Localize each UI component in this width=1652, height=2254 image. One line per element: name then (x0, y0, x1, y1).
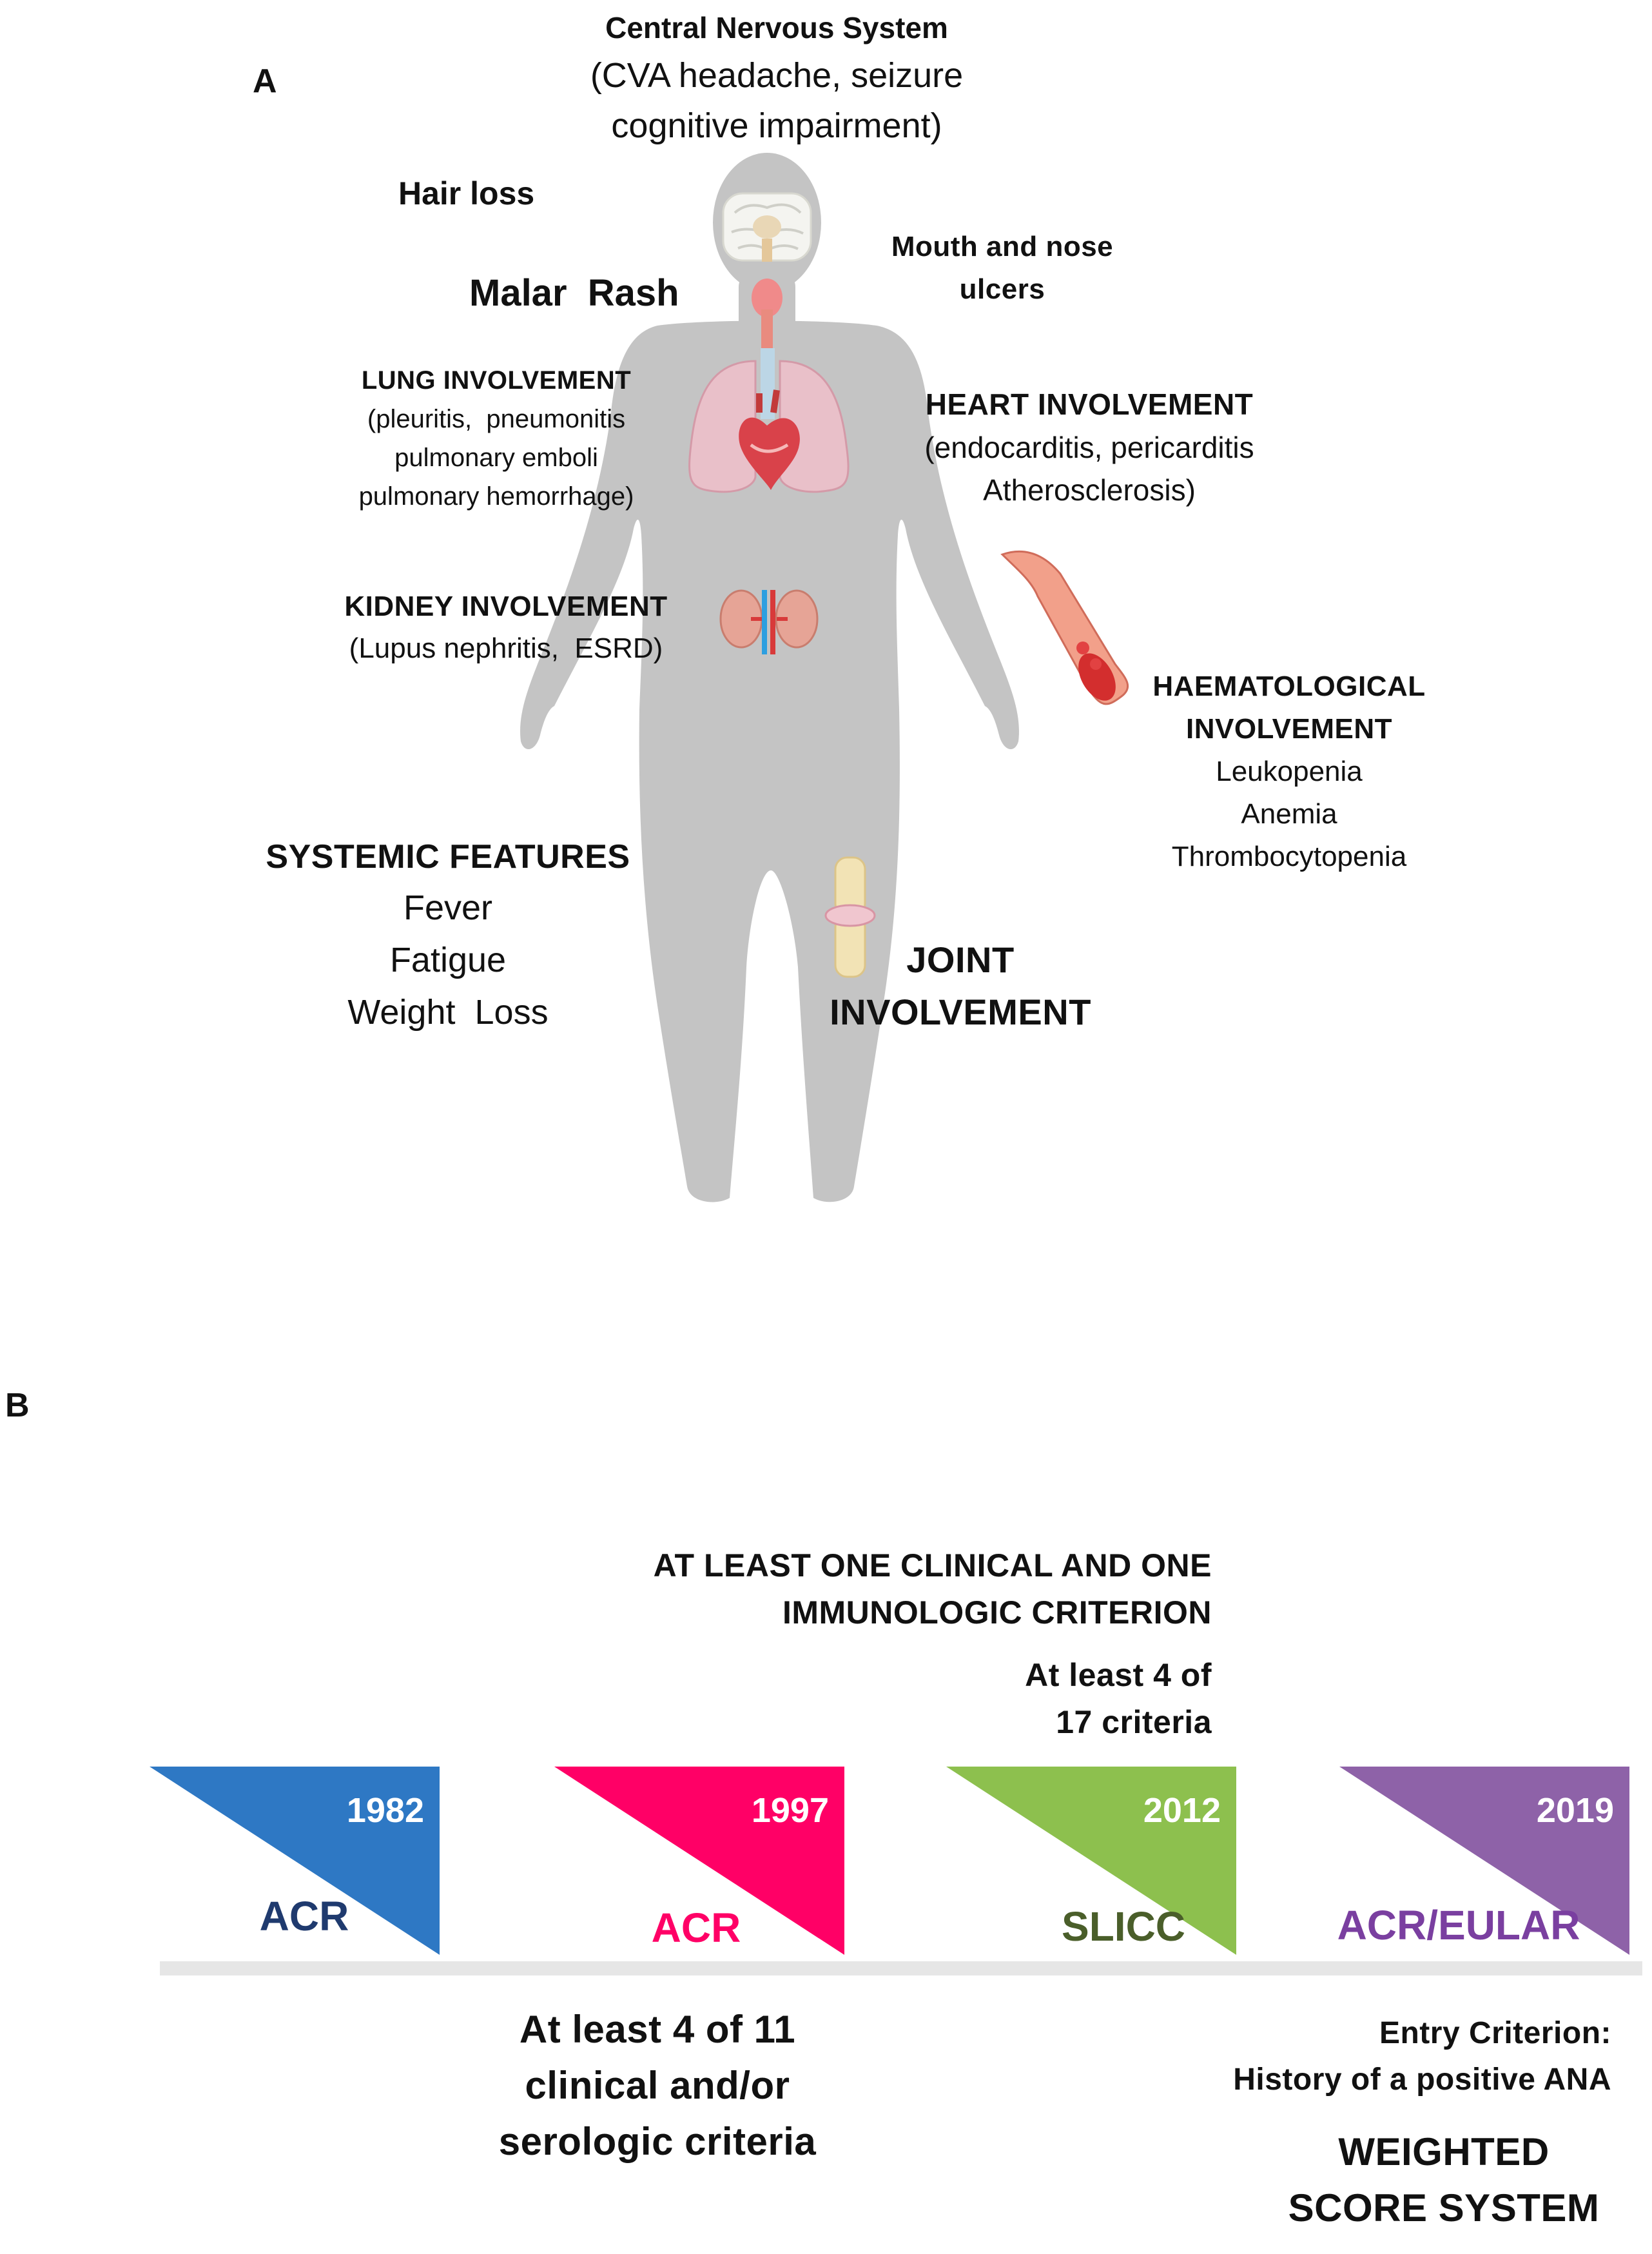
eular-note: Entry Criterion: History of a positive A… (1160, 2010, 1611, 2103)
lung-line-1: (pleuritis, pneumonitis (367, 405, 626, 433)
lung-title: LUNG INVOLVEMENT (361, 366, 632, 395)
haem-line-1: Leukopenia (1216, 756, 1363, 787)
joint-line-2: INVOLVEMENT (830, 992, 1091, 1033)
acr1997-note-line-2: clinical and/or (525, 2064, 790, 2107)
milestone-year: 2012 (1143, 1791, 1221, 1830)
haem-line-3: Thrombocytopenia (1171, 841, 1407, 872)
heart-line-2: Atherosclerosis) (983, 473, 1196, 507)
blood-vessel-icon (1000, 550, 1129, 705)
lung-line-2: pulmonary emboli (394, 444, 598, 472)
milestone-triangle (946, 1767, 1236, 1955)
lungs-icon (688, 348, 850, 493)
weighted-line-1: WEIGHTED (1338, 2130, 1550, 2173)
milestone-year: 2019 (1537, 1791, 1614, 1830)
cns-line-1: (CVA headache, seizure (590, 56, 964, 95)
milestone-name: ACR/EULAR (1337, 1902, 1580, 1948)
acr1997-note: At least 4 of 11 clinical and/or serolog… (477, 2001, 838, 2170)
eular-note-line-2: History of a positive ANA (1233, 2063, 1611, 2097)
joint-icon (824, 856, 876, 978)
heart-title: HEART INVOLVEMENT (925, 387, 1254, 421)
haem-label: HAEMATOLOGICAL INVOLVEMENT Leukopenia An… (1122, 665, 1457, 878)
milestone-triangle (150, 1767, 440, 1955)
heart-label: HEART INVOLVEMENT (endocarditis, pericar… (889, 383, 1289, 512)
kidneys-icon (719, 589, 819, 654)
systemic-line-3: Weight Loss (347, 993, 549, 1032)
milestone-year: 1982 (347, 1791, 424, 1830)
panel-a-letter: A (253, 63, 277, 100)
haem-title-2: INVOLVEMENT (1185, 713, 1393, 745)
kidney-line-1: (Lupus nephritis, ESRD) (349, 632, 663, 664)
mouth-icon (752, 279, 782, 348)
slicc-note-line-2: 17 criteria (1056, 1703, 1212, 1740)
acr1997-note-line-3: serologic criteria (498, 2120, 817, 2163)
top-note-line-2: IMMUNOLOGIC CRITERION (782, 1594, 1212, 1631)
joint-line-1: JOINT (906, 939, 1015, 980)
panel-b-letter: B (5, 1387, 30, 1424)
cns-line-2: cognitive impairment) (611, 106, 942, 145)
milestone-triangle (1339, 1767, 1629, 1955)
cns-title: Central Nervous System (605, 11, 948, 44)
systemic-label: SYSTEMIC FEATURES Fever Fatigue Weight L… (245, 832, 651, 1039)
milestone-year: 1997 (752, 1791, 829, 1830)
systemic-line-2: Fatigue (389, 941, 507, 979)
joint-label: JOINT INVOLVEMENT (806, 934, 1115, 1038)
lung-line-3: pulmonary hemorrhage) (358, 482, 634, 511)
mouth-nose-label: Mouth and nose ulcers (857, 226, 1147, 311)
haem-line-2: Anemia (1241, 798, 1337, 830)
top-note: AT LEAST ONE CLINICAL AND ONE IMMUNOLOGI… (580, 1542, 1212, 1636)
systemic-line-1: Fever (403, 888, 493, 927)
milestone-name: ACR (260, 1893, 349, 1939)
kidney-label: KIDNEY INVOLVEMENT (Lupus nephritis, ESR… (322, 585, 690, 669)
slicc-note: At least 4 of 17 criteria (902, 1652, 1212, 1745)
milestone-triangle (554, 1767, 844, 1955)
weighted-line-2: SCORE SYSTEM (1288, 2186, 1600, 2230)
milestone-name: ACR (652, 1905, 741, 1951)
systemic-title: SYSTEMIC FEATURES (266, 838, 630, 876)
malar-rash-label: Malar Rash (469, 272, 679, 314)
weighted-note: WEIGHTED SCORE SYSTEM (1263, 2124, 1624, 2236)
brain-icon (722, 192, 812, 262)
kidney-title: KIDNEY INVOLVEMENT (344, 591, 668, 622)
timeline-bar (160, 1961, 1642, 1975)
slicc-note-line-1: At least 4 of (1025, 1657, 1212, 1693)
lung-label: LUNG INVOLVEMENT (pleuritis, pneumonitis… (322, 361, 670, 516)
mouth-nose-line-2: ulcers (959, 273, 1045, 305)
cns-label: Central Nervous System (CVA headache, se… (503, 5, 1051, 151)
heart-line-1: (endocarditis, pericarditis (924, 430, 1254, 464)
heart-icon (739, 389, 800, 490)
haem-title-1: HAEMATOLOGICAL (1152, 671, 1426, 702)
hair-loss-label: Hair loss (398, 175, 535, 211)
acr1997-note-line-1: At least 4 of 11 (519, 2008, 796, 2051)
milestone-name: SLICC (1062, 1903, 1185, 1950)
top-note-line-1: AT LEAST ONE CLINICAL AND ONE (653, 1547, 1212, 1583)
mouth-nose-line-1: Mouth and nose (891, 231, 1114, 262)
eular-note-line-1: Entry Criterion: (1379, 2016, 1611, 2050)
